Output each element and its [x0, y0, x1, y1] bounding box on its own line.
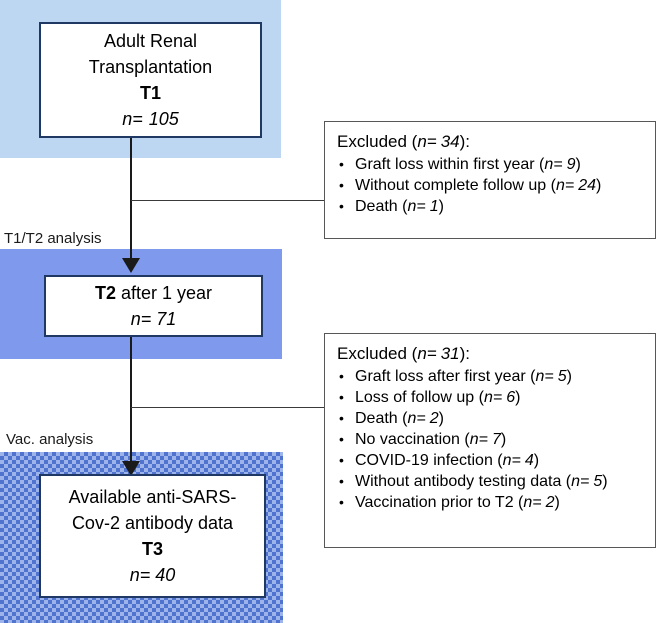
flow-box-t3: Available anti-SARS- Cov-2 antibody data… — [39, 474, 266, 598]
t3-line-1: Available anti-SARS- — [68, 487, 237, 507]
t1-count: n=105 — [122, 106, 179, 132]
flow-box-t2: T2 after 1 year n=71 — [44, 275, 263, 337]
exclusion-2-item-0-close: ) — [566, 368, 572, 385]
exclusion-2-item-6-n-value: 2 — [545, 494, 555, 511]
exclusion-1-item-2-close: ) — [438, 198, 444, 215]
exclusion-2-item-6-n-label: n= — [523, 494, 542, 511]
t1-line-2: Transplantation — [88, 57, 213, 77]
exclusion-1-item-0-n-value: 9 — [566, 156, 576, 173]
exclusion-2-item-1-close: ) — [515, 389, 521, 406]
t2-n-value: 71 — [156, 309, 177, 329]
exclusion-2-item-0-n-value: 5 — [557, 368, 567, 385]
t3-line-2: Cov-2 antibody data — [71, 513, 234, 533]
exclusion-1-item-2-n-label: n= — [407, 198, 426, 215]
phase-caption-vac: Vac. analysis — [6, 431, 94, 448]
exclusion-1-list: Graft loss within first year (n=9) Witho… — [335, 154, 645, 217]
exclusion-2-item-1-text: Loss of follow up ( — [355, 389, 484, 406]
connector-t2-to-t3 — [130, 337, 132, 465]
t1-n-label: n= — [122, 109, 143, 129]
exclusion-2-item-5: Without antibody testing data (n=5) — [335, 471, 645, 492]
phase-caption-t1t2: T1/T2 analysis — [4, 230, 102, 247]
exclusion-2-item-6: Vaccination prior to T2 (n=2) — [335, 492, 645, 513]
exclusion-1-item-1-n-label: n= — [555, 177, 575, 194]
exclusion-1-item-0-n-label: n= — [544, 156, 563, 173]
t2-headline: T2 after 1 year — [95, 280, 212, 306]
t2-timepoint: T2 — [94, 283, 116, 303]
exclusion-2-title: Excluded (n=31): — [337, 342, 645, 365]
exclusion-1-title-suffix: ): — [459, 132, 471, 151]
exclusion-2-item-0-text: Graft loss after first year ( — [355, 368, 536, 385]
exclusion-2-item-4-close: ) — [533, 452, 540, 469]
exclusion-1-title-n-label: n= — [417, 132, 437, 151]
exclusion-2-item-2-close: ) — [438, 410, 444, 427]
t3-count: n=40 — [130, 562, 176, 588]
exclusion-2-item-4-n-value: 4 — [524, 452, 534, 469]
exclusion-2-item-2-text: Death ( — [355, 410, 408, 427]
flow-box-t1: Adult Renal Transplantation T1 n=105 — [39, 22, 262, 138]
exclusion-2-item-6-text: Vaccination prior to T2 ( — [355, 494, 524, 511]
exclusion-1-item-2-text: Death ( — [355, 198, 408, 215]
exclusion-2-item-4: COVID-19 infection (n=4) — [335, 450, 645, 471]
t3-n-value: 40 — [155, 565, 176, 585]
exclusion-2-item-4-text: COVID-19 infection ( — [355, 452, 503, 469]
t1-timepoint: T1 — [139, 83, 161, 103]
exclusion-1-title: Excluded (n=34): — [337, 130, 645, 153]
arrowhead-into-t2 — [122, 258, 140, 273]
exclusion-2-list: Graft loss after first year (n=5) Loss o… — [335, 366, 645, 513]
exclusion-1-item-0-close: ) — [575, 156, 581, 173]
exclusion-2-title-prefix: Excluded ( — [337, 344, 418, 363]
exclusion-2-item-2-n-label: n= — [407, 410, 426, 427]
connector-to-exclusion-1 — [131, 200, 325, 201]
exclusion-1-item-1-n-value: 24 — [578, 177, 597, 194]
t2-count: n=71 — [131, 306, 177, 332]
exclusion-2-item-5-n-label: n= — [571, 473, 590, 490]
t1-n-value: 105 — [148, 109, 179, 129]
exclusion-2-item-6-close: ) — [554, 494, 560, 511]
exclusion-2-item-1-n-value: 6 — [506, 389, 516, 406]
exclusion-2-item-3: No vaccination (n=7) — [335, 429, 645, 450]
t3-timepoint: T3 — [141, 539, 163, 559]
arrowhead-into-t3 — [122, 461, 140, 476]
exclusion-2-title-n-value: 31 — [440, 344, 460, 363]
exclusion-2-item-3-n-label: n= — [469, 431, 488, 448]
exclusion-2-item-5-n-value: 5 — [593, 473, 603, 490]
exclusion-2-item-3-close: ) — [500, 431, 507, 448]
t2-n-label: n= — [130, 309, 152, 329]
exclusion-1-item-2: Death (n=1) — [335, 196, 645, 217]
exclusion-1-title-prefix: Excluded ( — [337, 132, 418, 151]
connector-to-exclusion-2 — [131, 407, 325, 408]
exclusion-2-item-4-n-label: n= — [502, 452, 521, 469]
exclusion-2-title-n-label: n= — [417, 344, 437, 363]
exclusion-1-item-1-text: Without complete follow up ( — [355, 177, 556, 194]
exclusion-box-2: Excluded (n=31): Graft loss after first … — [324, 333, 656, 548]
exclusion-1-item-1: Without complete follow up (n=24) — [335, 175, 645, 196]
exclusion-1-title-n-value: 34 — [440, 132, 460, 151]
exclusion-1-item-0-text: Graft loss within first year ( — [355, 156, 545, 173]
exclusion-box-1: Excluded (n=34): Graft loss within first… — [324, 121, 656, 239]
exclusion-2-item-0-n-label: n= — [535, 368, 554, 385]
exclusion-2-item-3-text: No vaccination ( — [355, 431, 470, 448]
exclusion-2-item-5-close: ) — [602, 473, 608, 490]
exclusion-2-item-2: Death (n=2) — [335, 408, 645, 429]
exclusion-2-item-0: Graft loss after first year (n=5) — [335, 366, 645, 387]
exclusion-2-item-1-n-label: n= — [483, 389, 503, 406]
exclusion-2-item-1: Loss of follow up (n=6) — [335, 387, 645, 408]
t3-n-label: n= — [129, 565, 151, 585]
exclusion-2-title-suffix: ): — [459, 344, 471, 363]
t1-line-1: Adult Renal — [103, 31, 198, 51]
exclusion-2-item-2-n-value: 2 — [429, 410, 439, 427]
exclusion-2-item-3-n-value: 7 — [491, 431, 501, 448]
exclusion-1-item-1-close: ) — [596, 177, 602, 194]
t2-headline-rest: after 1 year — [115, 283, 213, 303]
exclusion-1-item-2-n-value: 1 — [429, 198, 439, 215]
exclusion-2-item-5-text: Without antibody testing data ( — [355, 473, 572, 490]
exclusion-1-item-0: Graft loss within first year (n=9) — [335, 154, 645, 175]
